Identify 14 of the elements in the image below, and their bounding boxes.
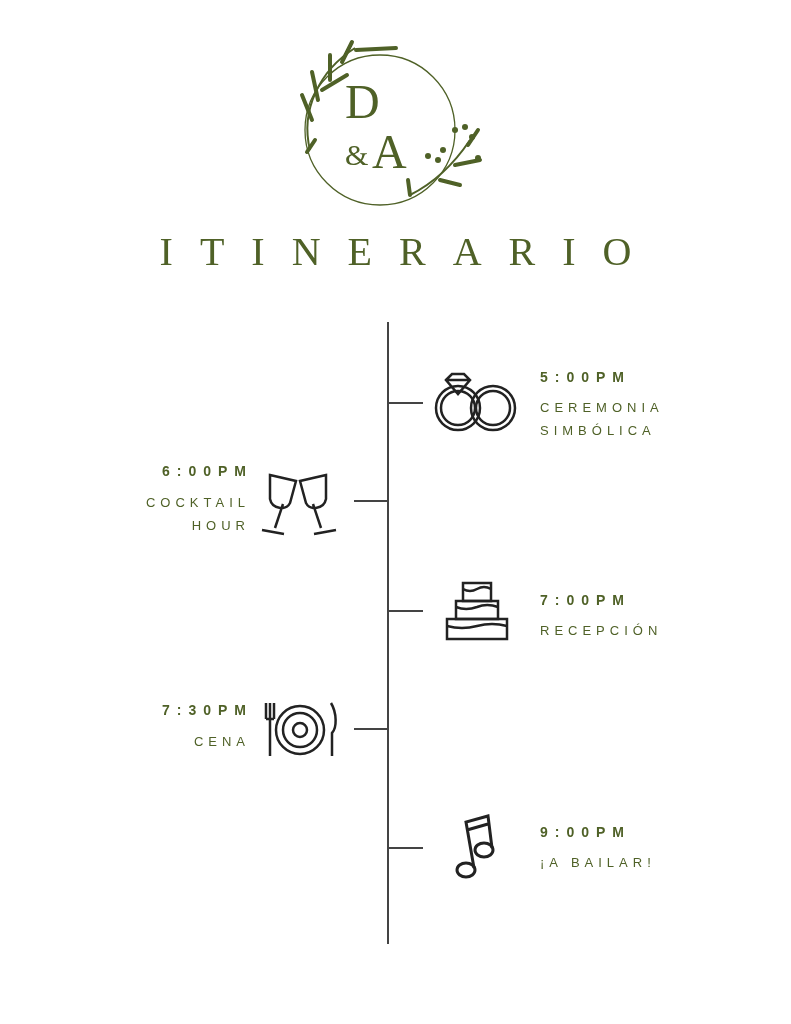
event-description: CENA bbox=[193, 733, 250, 751]
event-time: 5:00PM bbox=[540, 369, 632, 386]
event-time: 7:00PM bbox=[540, 592, 632, 609]
event-time: 7:30PM bbox=[161, 702, 253, 719]
event-time: 9:00PM bbox=[540, 824, 632, 841]
event-description: ¡A BAILAR! bbox=[540, 854, 656, 872]
monogram-letter: D bbox=[345, 78, 380, 126]
event-description: COCKTAIL HOUR bbox=[144, 494, 250, 535]
event-description: RECEPCIÓN bbox=[540, 622, 663, 640]
monogram-letter: A bbox=[372, 128, 407, 176]
event-time: 6:00PM bbox=[161, 463, 253, 480]
title: ITINERARIO bbox=[158, 228, 660, 275]
monogram-ampersand: & bbox=[345, 140, 369, 170]
event-description: CEREMONIA SIMBÓLICA bbox=[540, 399, 664, 440]
